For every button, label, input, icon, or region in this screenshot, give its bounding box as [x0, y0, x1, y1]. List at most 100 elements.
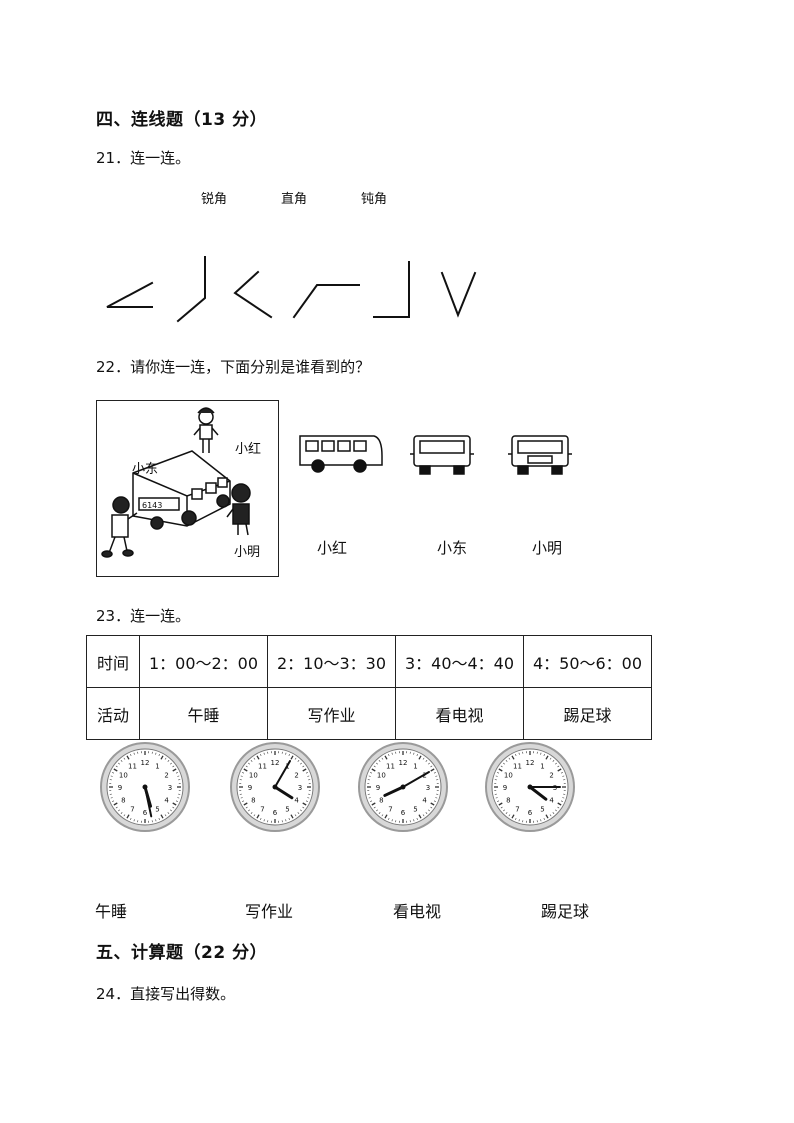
view-label-3: 小明	[532, 539, 563, 557]
clock-center	[272, 784, 278, 790]
table-head-time: 时间	[86, 635, 140, 688]
clock-numeral: 7	[515, 806, 519, 814]
clock-numeral: 9	[118, 784, 122, 792]
activity-label-2: 写作业	[245, 902, 294, 921]
table-cell-time-2: 2：10～3：30	[267, 635, 396, 688]
clock-numeral: 11	[258, 762, 267, 770]
view-label-1: 小红	[317, 539, 348, 557]
girl-figure	[193, 407, 219, 453]
clock-numeral: 5	[285, 806, 289, 814]
clock-row: 1234567891011121234567891011121234567891…	[100, 742, 575, 832]
angle-figure-5	[373, 261, 410, 318]
clock-numeral: 2	[294, 772, 298, 780]
clock-numeral: 10	[119, 772, 128, 780]
clock-hour-hand	[383, 785, 405, 797]
clock-numeral: 4	[549, 797, 554, 805]
angle-figure-1	[106, 281, 154, 308]
clock-numeral: 9	[503, 784, 507, 792]
clock-numeral: 12	[526, 759, 535, 767]
clock-numeral: 1	[155, 762, 159, 770]
activity-label-3: 看电视	[393, 902, 442, 921]
angle-figure-6	[440, 271, 477, 318]
angle-figure-3	[233, 270, 273, 319]
bus-back-view	[508, 435, 572, 475]
clock-numeral: 12	[141, 759, 150, 767]
clock-numeral: 9	[248, 784, 252, 792]
clock-numeral: 7	[260, 806, 264, 814]
clock-numeral: 5	[155, 806, 159, 814]
clock-hour-hand	[528, 785, 548, 801]
clock-numeral: 9	[376, 784, 380, 792]
table-cell-time-3: 3：40～4：40	[395, 635, 524, 688]
clock-numeral: 8	[251, 797, 255, 805]
scene-box: 6143 小红 小东 小明	[96, 400, 279, 577]
clock-hour-hand	[143, 785, 153, 808]
activity-label-1: 午睡	[95, 902, 128, 921]
question-21-prompt: 21．连一连。	[96, 149, 191, 167]
clock-numeral: 10	[504, 772, 513, 780]
table-cell-time-1: 1：00～2：00	[139, 635, 268, 688]
table-cell-activity-1: 午睡	[139, 687, 268, 740]
question-22-prompt: 22．请你连一连，下面分别是谁看到的？	[96, 358, 371, 376]
clock-hour-hand	[273, 785, 294, 800]
clock-numeral: 3	[298, 784, 302, 792]
bus-plate-text: 6143	[142, 501, 162, 510]
clock-numeral: 10	[377, 772, 386, 780]
boy-left-figure	[101, 496, 138, 558]
table-head-activity: 活动	[86, 687, 140, 740]
angle-figure-2	[176, 256, 206, 323]
clock-numeral: 3	[168, 784, 172, 792]
scene-label-xiaohong: 小红	[235, 442, 262, 457]
clock-numeral: 4	[164, 797, 169, 805]
table-cell-activity-2: 写作业	[267, 687, 396, 740]
clock-numeral: 8	[121, 797, 125, 805]
clock-numeral: 6	[143, 809, 148, 817]
clock-numeral: 7	[388, 806, 392, 814]
clock-numeral: 8	[506, 797, 510, 805]
clock-minute-hand	[274, 760, 291, 788]
clock-numeral: 5	[413, 806, 417, 814]
table-cell-activity-3: 看电视	[395, 687, 524, 740]
table-cell-time-4: 4：50～6：00	[523, 635, 652, 688]
clock-numeral: 1	[540, 762, 544, 770]
bus-figure	[132, 450, 231, 530]
clock-numeral: 2	[164, 772, 168, 780]
table-row-activity: 活动 午睡 写作业 看电视 踢足球	[86, 687, 652, 740]
clock-numeral: 2	[549, 772, 553, 780]
clock-center	[142, 784, 148, 790]
clock-numeral: 11	[386, 762, 395, 770]
clock-center	[400, 784, 406, 790]
clock-minute-hand	[402, 771, 430, 788]
table-cell-activity-4: 踢足球	[523, 687, 652, 740]
clock-center	[527, 784, 533, 790]
clock-numeral: 6	[273, 809, 278, 817]
clock-numeral: 11	[128, 762, 137, 770]
section-title-5: 五、计算题（22 分）	[96, 943, 268, 963]
clock-numeral: 11	[513, 762, 522, 770]
clock-numeral: 4	[422, 797, 427, 805]
clock-numeral: 6	[401, 809, 406, 817]
angle-label-acute: 锐角	[201, 192, 228, 207]
angle-label-obtuse: 钝角	[361, 192, 388, 207]
clock-numeral: 10	[249, 772, 258, 780]
activity-label-4: 踢足球	[541, 902, 590, 921]
schedule-table: 时间 1：00～2：00 2：10～3：30 3：40～4：40 4：50～6：…	[86, 635, 652, 740]
scene-illustration: 6143	[101, 407, 251, 558]
clock-numeral: 12	[399, 759, 408, 767]
question-23-prompt: 23．连一连。	[96, 607, 191, 625]
bus-side-view	[299, 435, 383, 473]
clock-numeral: 3	[426, 784, 430, 792]
clock-numeral: 12	[271, 759, 280, 767]
clock-numeral: 7	[130, 806, 134, 814]
boy-right-figure	[226, 483, 251, 536]
question-24-prompt: 24．直接写出得数。	[96, 985, 236, 1003]
clock-numeral: 5	[540, 806, 544, 814]
clock-numeral: 8	[379, 797, 383, 805]
bus-front-view	[410, 435, 474, 475]
scene-label-xiaoming: 小明	[234, 545, 261, 560]
view-label-2: 小东	[437, 539, 468, 557]
clock-numeral: 6	[528, 809, 533, 817]
